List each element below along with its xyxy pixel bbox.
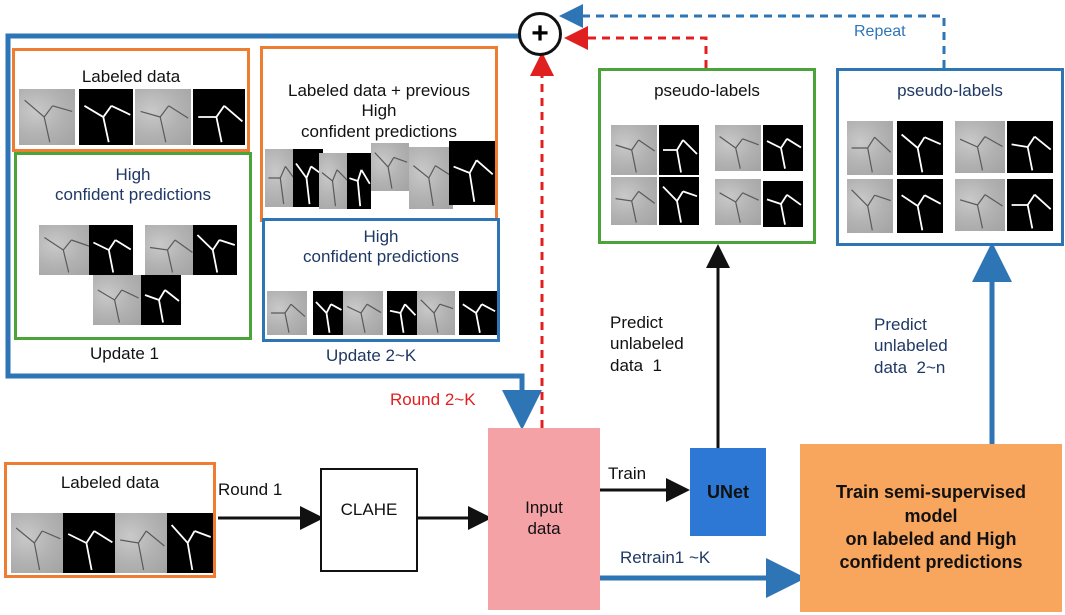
combine-node: + xyxy=(518,12,562,56)
crack-image xyxy=(115,513,167,573)
crack-mask xyxy=(141,275,181,325)
update2-combined-box: Labeled data + previous High confident p… xyxy=(260,46,498,222)
crack-image xyxy=(955,179,1005,231)
crack-mask xyxy=(387,291,417,335)
crack-mask xyxy=(763,125,803,171)
predict1-label: Predict unlabeled data 1 xyxy=(610,313,684,375)
crack-mask xyxy=(659,177,699,225)
pseudo-labels-blue-box: pseudo-labels xyxy=(836,68,1064,246)
pseudo-green-title: pseudo-labels xyxy=(654,81,760,100)
labeled-input-box: Labeled data xyxy=(4,462,216,578)
crack-image xyxy=(11,513,63,573)
input-data-label: Input data xyxy=(525,497,563,538)
retrain-label: Retrain1 ~K xyxy=(620,548,711,567)
update1-labeled-title: Labeled data xyxy=(81,67,181,86)
update1-highconf-title: High confident predictions xyxy=(55,165,211,205)
repeat-label: Repeat xyxy=(854,23,906,40)
crack-image xyxy=(93,275,141,325)
update1-labeled-box: Labeled data xyxy=(12,48,250,152)
crack-image xyxy=(847,179,893,233)
train-label: Train xyxy=(608,464,647,483)
crack-mask xyxy=(167,513,213,573)
crack-image xyxy=(319,153,349,209)
update1-highconf-box: High confident predictions xyxy=(14,152,252,340)
unet-box: UNet xyxy=(690,448,766,536)
crack-image xyxy=(715,125,761,171)
crack-image xyxy=(611,125,657,175)
crack-mask xyxy=(897,121,943,175)
crack-image xyxy=(611,177,657,225)
update2-highconf-title: High confident predictions xyxy=(303,227,459,267)
crack-mask xyxy=(659,125,699,175)
crack-image xyxy=(135,89,191,145)
update2-combined-title: Labeled data + previous High confident p… xyxy=(288,81,470,141)
pseudo-blue-title: pseudo-labels xyxy=(897,81,1003,100)
pseudo-green-dashed-arrow xyxy=(564,26,708,68)
crack-mask xyxy=(89,225,133,275)
crack-mask xyxy=(63,513,115,573)
crack-image xyxy=(955,121,1005,173)
crack-mask xyxy=(193,89,245,145)
crack-mask xyxy=(897,179,943,233)
unet-label: UNet xyxy=(706,481,749,502)
semi-supervised-label: Train semi-supervised model on labeled a… xyxy=(835,482,1027,573)
repeat-dashed-arrow xyxy=(559,4,946,68)
crack-mask xyxy=(193,225,237,275)
round2-label: Round 2~K xyxy=(390,390,476,409)
labeled-input-title: Labeled data xyxy=(60,473,160,492)
update2-caption: Update 2~K xyxy=(326,346,417,365)
crack-image xyxy=(39,225,93,275)
clahe-box: CLAHE xyxy=(320,468,418,572)
update1-caption: Update 1 xyxy=(90,344,159,363)
crack-mask xyxy=(1007,179,1053,231)
crack-image xyxy=(847,121,893,175)
crack-image xyxy=(267,291,307,335)
predict2-label: Predict unlabeled data 2~n xyxy=(874,315,948,377)
plus-symbol: + xyxy=(531,17,549,50)
crack-mask xyxy=(79,89,133,145)
crack-image xyxy=(409,147,453,209)
crack-image xyxy=(715,179,761,225)
pseudo-labels-green-box: pseudo-labels xyxy=(598,68,816,244)
crack-mask xyxy=(449,141,495,205)
crack-image xyxy=(417,291,455,335)
crack-mask xyxy=(313,291,343,335)
crack-image xyxy=(343,291,383,335)
crack-mask xyxy=(763,181,803,227)
crack-mask xyxy=(347,153,371,209)
input-data-box: Input data xyxy=(488,428,600,610)
crack-image xyxy=(145,225,195,275)
crack-mask xyxy=(459,291,497,335)
clahe-label: CLAHE xyxy=(340,500,398,519)
round1-label: Round 1 xyxy=(218,480,283,499)
crack-image xyxy=(371,143,409,191)
crack-mask xyxy=(293,149,323,207)
crack-mask xyxy=(1007,121,1053,173)
feedback-loop-arrow xyxy=(5,33,542,430)
crack-image xyxy=(19,89,75,145)
semi-supervised-box: Train semi-supervised model on labeled a… xyxy=(800,444,1062,612)
update2-highconf-box: High confident predictions xyxy=(262,218,500,342)
